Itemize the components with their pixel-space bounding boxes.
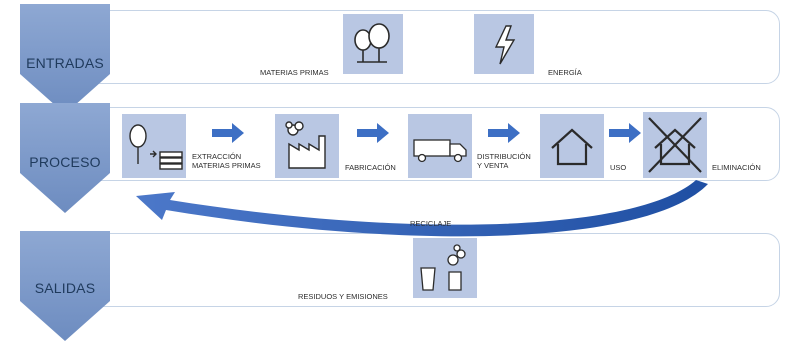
arrow-right-icon xyxy=(357,123,389,143)
caption-extraccion-2: MATERIAS PRIMAS xyxy=(192,161,261,170)
salidas-chevron xyxy=(20,231,110,341)
factory-icon xyxy=(275,114,339,178)
arrow-right-icon xyxy=(609,123,641,143)
entradas-chevron xyxy=(20,4,110,114)
entradas-panel xyxy=(50,10,780,84)
caption-materias-primas: MATERIAS PRIMAS xyxy=(260,68,329,77)
extraction-icon xyxy=(122,114,186,178)
trees-icon xyxy=(343,14,403,74)
caption-extraccion-1: EXTRACCIÓN xyxy=(192,152,242,161)
caption-distribucion-2: Y VENTA xyxy=(477,161,509,170)
proceso-chevron xyxy=(20,103,110,213)
caption-residuos: RESIDUOS Y EMISIONES xyxy=(298,292,388,301)
stage-label-proceso: PROCESO xyxy=(29,154,101,170)
caption-eliminacion: ELIMINACIÓN xyxy=(712,163,761,172)
caption-distribucion-1: DISTRIBUCIÓN xyxy=(477,152,531,161)
caption-energia: ENERGÍA xyxy=(548,68,582,77)
stage-label-entradas: ENTRADAS xyxy=(26,55,104,71)
waste-emissions-icon xyxy=(413,238,477,298)
caption-fabricacion: FABRICACIÓN xyxy=(345,163,396,172)
arrow-right-icon xyxy=(488,123,520,143)
stage-label-salidas: SALIDAS xyxy=(34,280,96,296)
caption-uso: USO xyxy=(610,163,627,172)
house-icon xyxy=(540,114,604,178)
lightning-icon xyxy=(474,14,534,74)
arrow-right-icon xyxy=(212,123,244,143)
house-crossed-icon xyxy=(643,112,707,178)
caption-reciclaje: RECICLAJE xyxy=(410,219,452,228)
truck-icon xyxy=(408,114,472,178)
